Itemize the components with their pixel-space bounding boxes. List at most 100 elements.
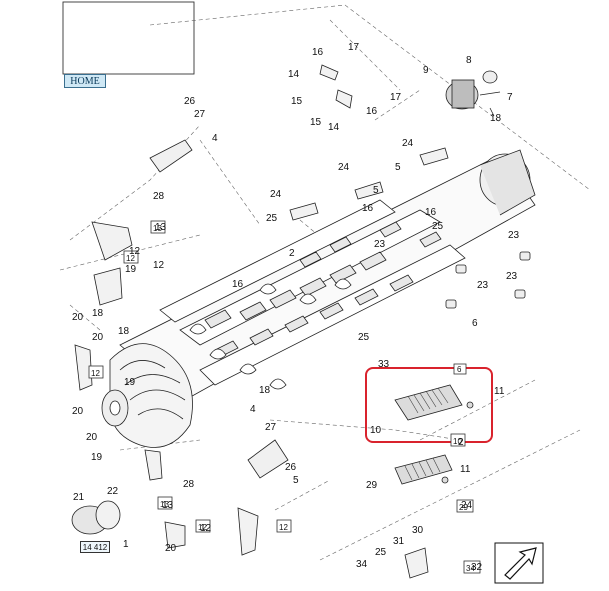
reference-code: 14 412 xyxy=(80,541,110,553)
callout-number: 29 xyxy=(366,480,378,491)
callout-number: 33 xyxy=(378,359,390,370)
ref-box-number[interactable]: 13 xyxy=(153,224,162,233)
callout-number: 18 xyxy=(259,385,271,396)
ref-box-number[interactable]: 10 xyxy=(453,437,462,446)
plate-12-left xyxy=(93,267,123,306)
ref-box-number[interactable]: 13 xyxy=(160,500,169,509)
callout-number: 19 xyxy=(124,377,136,388)
callout-number: 19 xyxy=(91,452,103,463)
callout-number: 15 xyxy=(310,117,322,128)
callout-number: 25 xyxy=(375,547,387,558)
callout-number: 20 xyxy=(92,332,104,343)
wear-inserts-23 xyxy=(445,251,531,309)
callout-number: 20 xyxy=(165,543,177,554)
arrow-next-icon[interactable] xyxy=(494,542,544,584)
callout-number: 12 xyxy=(153,260,165,271)
callout-number: 1 xyxy=(123,539,129,550)
callout-number: 12 xyxy=(200,523,212,534)
callout-number: 9 xyxy=(423,65,429,76)
callout-number: 34 xyxy=(356,559,368,570)
callout-number: 26 xyxy=(285,462,297,473)
callout-number: 2 xyxy=(458,437,464,448)
callout-number: 24 xyxy=(461,500,473,511)
callout-number: 15 xyxy=(291,96,303,107)
hub-assembly xyxy=(71,500,121,535)
callout-number: 8 xyxy=(466,55,472,66)
plate-12-bottom xyxy=(164,521,186,549)
callout-number: 11 xyxy=(460,464,471,475)
callout-number: 23 xyxy=(477,280,489,291)
callout-number: 5 xyxy=(373,185,379,196)
callout-number: 2 xyxy=(289,248,295,259)
bracket-4-lower xyxy=(247,439,289,479)
callout-number: 23 xyxy=(506,271,518,282)
callout-number: 12 xyxy=(129,246,141,257)
callout-number: 20 xyxy=(72,406,84,417)
callout-number: 7 xyxy=(507,92,513,103)
callout-number: 16 xyxy=(312,47,324,58)
callout-number: 5 xyxy=(395,162,401,173)
callout-number: 25 xyxy=(358,332,370,343)
callout-number: 14 xyxy=(328,122,340,133)
callout-number: 16 xyxy=(362,203,374,214)
callout-number: 31 xyxy=(393,536,405,547)
callout-number: 26 xyxy=(184,96,196,107)
callout-number: 4 xyxy=(250,404,256,415)
callout-number: 16 xyxy=(425,207,437,218)
ref-box-number[interactable]: 12 xyxy=(279,523,288,532)
plate-13-top xyxy=(91,221,133,261)
ref-box-number[interactable]: 12 xyxy=(91,369,100,378)
ref-box-number[interactable]: 12 xyxy=(198,523,207,532)
callout-number: 13 xyxy=(162,500,174,511)
callout-number: 11 xyxy=(494,386,505,397)
callout-number: 14 xyxy=(288,69,300,80)
drive-hub-8 xyxy=(445,70,501,117)
bracket-28 xyxy=(144,449,163,481)
ref-box-number[interactable]: 29 xyxy=(459,503,468,512)
callout-number: 18 xyxy=(490,113,502,124)
ref-box-number[interactable]: 12 xyxy=(126,254,135,263)
callout-number: 28 xyxy=(183,479,195,490)
plate-12-bottom-2 xyxy=(237,507,259,556)
callout-number: 5 xyxy=(293,475,299,486)
callout-number: 18 xyxy=(118,326,130,337)
callout-number: 6 xyxy=(472,318,478,329)
rasp-bar-assembly xyxy=(394,384,474,421)
rasp-bar-assembly-lower xyxy=(394,454,453,485)
callout-number: 17 xyxy=(390,92,402,103)
callout-number: 30 xyxy=(412,525,424,536)
ref-box-number[interactable]: 34 xyxy=(466,564,475,573)
callout-number: 17 xyxy=(348,42,360,53)
bottom-bracket-30 xyxy=(404,547,429,579)
callout-number: 27 xyxy=(265,422,277,433)
callout-number: 23 xyxy=(508,230,520,241)
diagram-frame xyxy=(62,1,195,75)
callout-number: 23 xyxy=(374,239,386,250)
callout-number: 13 xyxy=(155,222,167,233)
callout-number: 21 xyxy=(73,492,85,503)
callout-number: 19 xyxy=(125,264,137,275)
callout-number: 10 xyxy=(370,425,382,436)
callout-number: 22 xyxy=(107,486,119,497)
bracket-4-top xyxy=(149,139,193,173)
side-plate-19 xyxy=(74,344,93,391)
ref-boxes xyxy=(88,220,481,574)
callout-number: 16 xyxy=(366,106,378,117)
ref-box-number[interactable]: 6 xyxy=(457,365,462,374)
impeller-auger xyxy=(101,343,193,448)
rotor-drum xyxy=(119,149,536,401)
callout-number: 25 xyxy=(266,213,278,224)
callout-number: 18 xyxy=(92,308,104,319)
callout-number: 20 xyxy=(86,432,98,443)
callout-number: 24 xyxy=(402,138,414,149)
callout-number: 32 xyxy=(471,562,483,573)
highlight-box xyxy=(365,367,493,443)
callout-number: 20 xyxy=(72,312,84,323)
callout-number: 27 xyxy=(194,109,206,120)
clip-parts xyxy=(289,64,449,221)
home-button[interactable]: HOME xyxy=(64,74,106,88)
callout-number: 28 xyxy=(153,191,165,202)
callout-number: 4 xyxy=(212,133,218,144)
